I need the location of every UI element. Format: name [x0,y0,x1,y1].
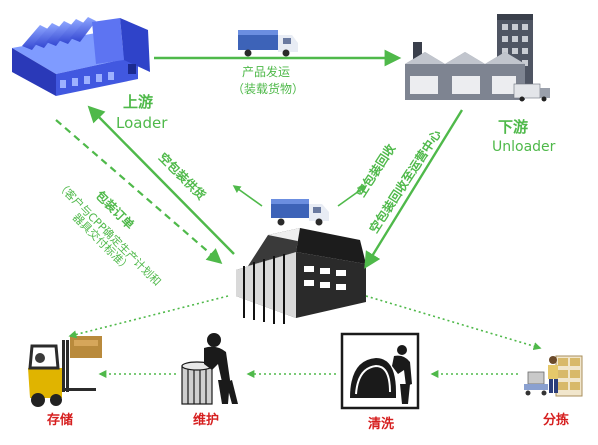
upstream-sublabel: Loader [116,114,168,132]
shipping-sublabel: （装载货物） [232,81,304,96]
empty-return-label-2: 空包装回收至运营中心 [366,127,444,236]
upstream-factory-icon [12,17,150,96]
center-truck-icon [271,199,329,226]
center-curve-arrow-left [232,185,263,207]
sorting-station-icon [524,355,583,397]
maintenance-worker-icon [181,333,238,405]
sorting-label: 分拣 [543,412,569,428]
center-to-storage-arrow [68,295,229,339]
shipping-label: 产品发运 [242,64,290,79]
delivery-truck-icon [513,83,550,102]
storage-label: 存储 [47,412,73,428]
shipping-truck-icon [238,30,298,57]
empty-supply-label: 空包装供货 [156,150,209,203]
cleaning-label: 清洗 [368,416,394,432]
forklift-icon [28,336,102,407]
empty-return-arrow [364,109,464,269]
upstream-label: 上游 [123,93,153,111]
downstream-factory-icon [405,14,550,102]
downstream-label: 下游 [498,118,528,136]
empty-supply-arrow [87,105,235,255]
maintenance-label: 维护 [193,412,219,428]
downstream-sublabel: Unloader [492,139,556,155]
cleaning-station-icon [340,332,420,410]
center-curve-arrow-right [337,185,368,207]
operations-center-icon [236,228,366,324]
order-arrow [55,119,223,265]
center-to-sorting-arrow [365,295,542,350]
